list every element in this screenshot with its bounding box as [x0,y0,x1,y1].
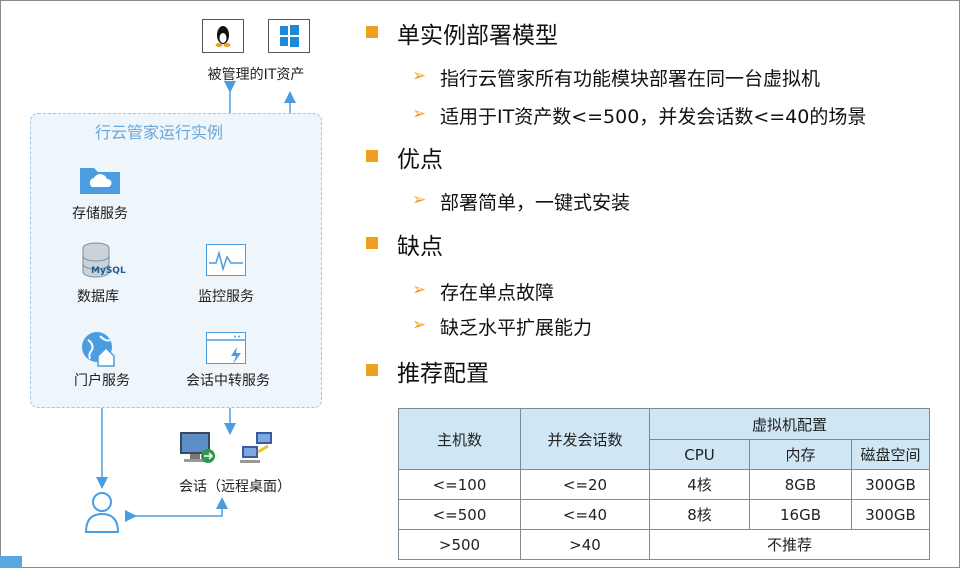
cell-disk: 300GB [851,499,930,530]
section-bullet [366,237,378,249]
database-label: 数据库 [77,289,119,305]
section-item: 缺乏水平扩展能力 [440,317,593,339]
cell-not-recommended: 不推荐 [649,529,930,560]
arrow-bullet-icon: ➢ [412,190,427,210]
cell-cpu: 8核 [649,499,750,530]
section-item: 适用于IT资产数<=500，并发会话数<=40的场景 [440,106,867,128]
arrow-bullet-icon: ➢ [412,66,427,86]
section-item: 存在单点故障 [440,282,555,304]
monitor-service-label: 监控服务 [198,289,254,305]
table-row: <=500 <=40 8核 16GB 300GB [398,499,930,530]
cell-hosts: >500 [398,529,521,560]
managed-assets-label: 被管理的IT资产 [207,67,305,83]
cell-memory: 16GB [749,499,852,530]
arrow-bullet-icon: ➢ [412,315,427,335]
header-cpu: CPU [649,439,750,470]
cell-cpu: 4核 [649,469,750,500]
section-bullet [366,26,378,38]
cell-sessions: >40 [520,529,650,560]
corner-accent [0,556,22,568]
cloud-folder-icon [78,162,122,200]
section-title-deployment: 单实例部署模型 [397,23,558,49]
monitor-chart-icon [206,244,246,276]
section-title-disadvantages: 缺点 [397,234,443,260]
arrow-bullet-icon: ➢ [412,280,427,300]
cell-hosts: <=500 [398,499,521,530]
section-title-recommended: 推荐配置 [397,361,489,387]
cell-sessions: <=20 [520,469,650,500]
header-vm-config: 虚拟机配置 [649,408,930,440]
section-item: 部署简单，一键式安装 [440,192,631,214]
header-sessions: 并发会话数 [520,408,650,470]
storage-service-label: 存储服务 [72,206,128,222]
table-row: <=100 <=20 4核 8GB 300GB [398,469,930,500]
table-row: >500 >40 不推荐 [398,529,930,560]
cell-sessions: <=40 [520,499,650,530]
cell-hosts: <=100 [398,469,521,500]
run-instance-container [30,113,322,408]
remote-desktop-label: 会话（远程桌面） [179,479,291,495]
mysql-label: MySQL [91,266,126,276]
header-hosts: 主机数 [398,408,521,470]
section-title-advantages: 优点 [397,147,443,173]
section-item: 指行云管家所有功能模块部署在同一台虚拟机 [440,68,821,90]
section-bullet [366,364,378,376]
session-relay-icon [206,332,246,364]
portal-service-label: 门户服务 [74,373,130,389]
linux-server-icon [202,19,244,53]
header-disk: 磁盘空间 [851,439,930,470]
section-bullet [366,150,378,162]
globe-home-icon [80,330,120,372]
cell-disk: 300GB [851,469,930,500]
cell-memory: 8GB [749,469,852,500]
mysql-database-icon [80,242,126,284]
windows-server-icon [268,19,310,53]
user-icon [82,490,122,538]
header-memory: 内存 [749,439,852,470]
network-computers-icon [238,430,280,470]
remote-desktop-icon [178,430,218,470]
session-relay-label: 会话中转服务 [186,373,270,389]
config-table: 主机数 并发会话数 虚拟机配置 CPU 内存 磁盘空间 <=100 <=20 4… [398,408,930,560]
arrow-bullet-icon: ➢ [412,104,427,124]
run-instance-title: 行云管家运行实例 [95,123,224,142]
user-desktop-link [125,497,228,522]
